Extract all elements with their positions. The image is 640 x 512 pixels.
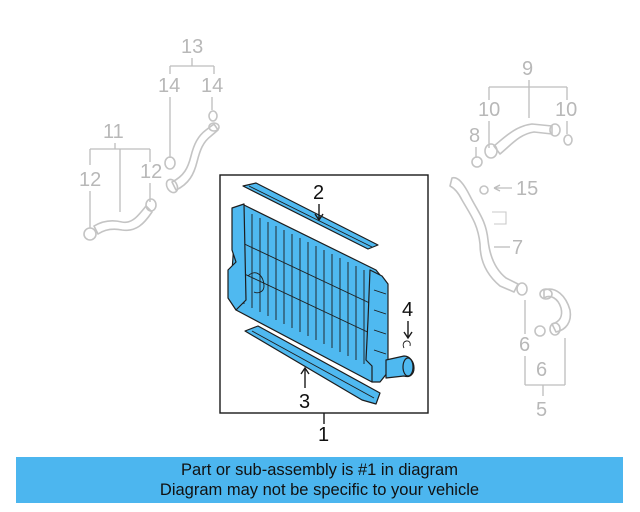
callout-9: 9	[522, 58, 533, 80]
hose-13	[164, 110, 220, 194]
left-hose-group: 13 14 14 11 12 12	[79, 36, 223, 241]
leader-4	[403, 321, 413, 340]
callout-8: 8	[469, 125, 480, 147]
leader-5-6	[524, 300, 566, 396]
callout-10-right: 10	[555, 99, 577, 121]
pipe-7	[449, 176, 528, 296]
callout-2: 2	[313, 182, 324, 204]
leader-14	[169, 97, 213, 158]
leader-3	[300, 366, 310, 388]
info-banner: Part or sub-assembly is #1 in diagram Di…	[16, 457, 623, 503]
leader-13	[169, 58, 215, 74]
callout-1: 1	[318, 424, 329, 446]
leader-15	[493, 184, 512, 192]
clip-4	[402, 340, 411, 349]
callout-7: 7	[512, 237, 523, 259]
intercooler-assembly: 2 4 3 1	[219, 174, 429, 446]
callout-3: 3	[299, 391, 310, 413]
leader-2	[314, 204, 324, 222]
callout-6-left: 6	[519, 334, 530, 356]
callout-15: 15	[516, 178, 538, 200]
callout-6-right: 6	[536, 359, 547, 381]
callout-5: 5	[536, 399, 547, 421]
callout-11: 11	[103, 121, 124, 143]
right-tank	[365, 269, 389, 383]
callout-12-right: 12	[140, 161, 162, 183]
hose-5	[534, 288, 572, 337]
leader-10	[488, 121, 568, 148]
banner-line-2: Diagram may not be specific to your vehi…	[159, 481, 480, 499]
hose-11	[83, 198, 157, 241]
callout-13: 13	[181, 36, 203, 58]
callout-14-right: 14	[201, 75, 223, 97]
parts-diagram: 13 14 14 11 12 12 9 10 10	[79, 36, 577, 446]
banner-line-1: Part or sub-assembly is #1 in diagram	[181, 461, 458, 479]
outlet-flange	[402, 357, 414, 377]
hose-9	[471, 123, 573, 168]
leader-9	[488, 80, 568, 118]
left-tank	[227, 203, 247, 311]
callout-4: 4	[402, 299, 413, 321]
callout-10-left: 10	[478, 99, 500, 121]
callout-12-left: 12	[79, 169, 101, 191]
right-hose-group: 9 10 10 8 15 7	[449, 58, 577, 421]
callout-14-left: 14	[158, 75, 180, 97]
